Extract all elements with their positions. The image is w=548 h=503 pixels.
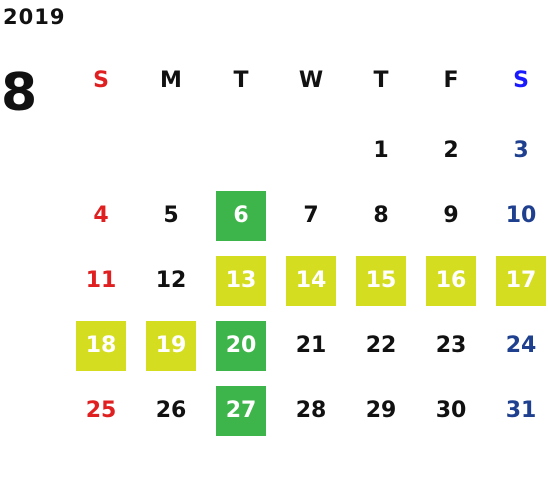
day-cell[interactable]: 5	[163, 203, 179, 228]
day-cell[interactable]: 9	[443, 203, 459, 228]
day-cell[interactable]: 1	[373, 138, 389, 163]
day-cell[interactable]: 30	[435, 398, 467, 423]
day-cell[interactable]: 21	[295, 333, 327, 358]
day-cell[interactable]: 27	[216, 386, 266, 436]
month-number: 8	[1, 63, 38, 123]
day-cell[interactable]: 16	[426, 256, 476, 306]
day-cell[interactable]: 28	[295, 398, 327, 423]
day-cell[interactable]: 20	[216, 321, 266, 371]
day-cell[interactable]: 22	[365, 333, 397, 358]
day-cell[interactable]: 23	[435, 333, 467, 358]
day-cell[interactable]: 2	[443, 138, 459, 163]
day-cell[interactable]: 29	[365, 398, 397, 423]
day-cell[interactable]: 19	[146, 321, 196, 371]
day-cell[interactable]: 24	[505, 333, 537, 358]
day-cell[interactable]: 3	[513, 138, 529, 163]
day-cell[interactable]: 6	[216, 191, 266, 241]
weekday-label: W	[298, 68, 324, 93]
day-cell[interactable]: 7	[303, 203, 319, 228]
day-cell[interactable]: 12	[155, 268, 187, 293]
weekday-label: T	[373, 68, 389, 93]
weekday-label: F	[443, 68, 459, 93]
day-cell[interactable]: 25	[85, 398, 117, 423]
day-cell[interactable]: 11	[85, 268, 117, 293]
day-cell[interactable]: 14	[286, 256, 336, 306]
day-cell[interactable]: 18	[76, 321, 126, 371]
day-cell[interactable]: 13	[216, 256, 266, 306]
day-cell[interactable]: 8	[373, 203, 389, 228]
day-cell[interactable]: 15	[356, 256, 406, 306]
day-cell[interactable]: 31	[505, 398, 537, 423]
day-cell[interactable]: 17	[496, 256, 546, 306]
weekday-label: S	[513, 68, 529, 93]
year-label: 2019	[3, 5, 66, 29]
weekday-label: T	[233, 68, 249, 93]
weekday-label: S	[93, 68, 109, 93]
day-cell[interactable]: 26	[155, 398, 187, 423]
weekday-label: M	[160, 68, 182, 93]
day-cell[interactable]: 4	[93, 203, 109, 228]
day-cell[interactable]: 10	[505, 203, 537, 228]
